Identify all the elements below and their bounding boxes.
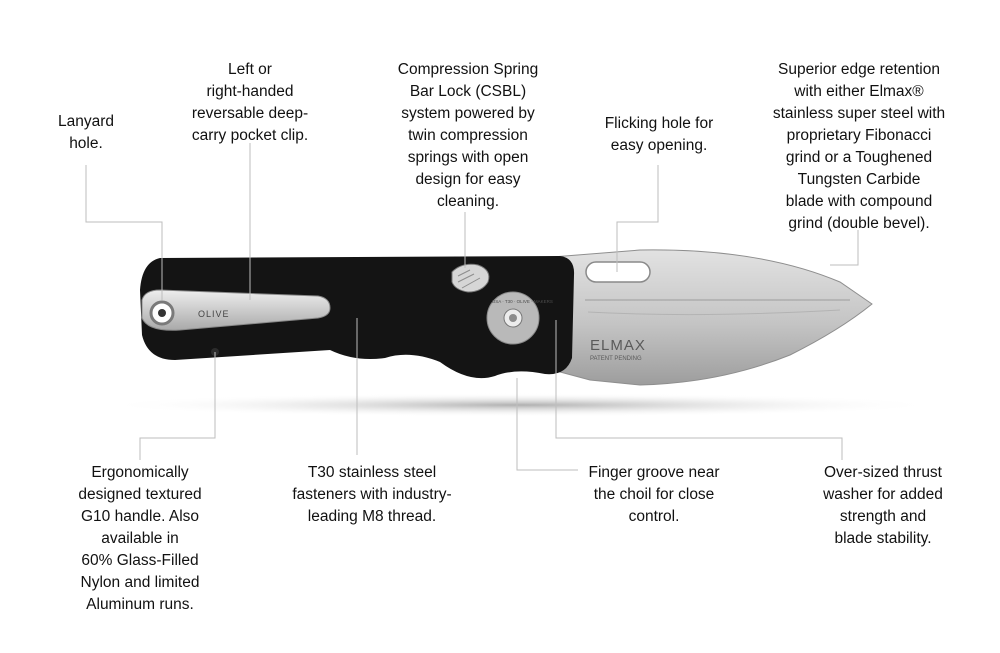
callout-thrust-washer: Over-sized thrust washer for added stren… [823, 464, 943, 547]
leader-finger [516, 378, 578, 471]
callout-fasteners: T30 stainless steel fasteners with indus… [292, 464, 452, 525]
leader-lanyard [85, 165, 163, 300]
callout-flicking-hole: Flicking hole for easy opening. [604, 115, 714, 154]
washer-mark: USA · T30 · OLIVE · MAKERS [492, 299, 553, 304]
csbl-lock [451, 263, 490, 293]
callout-lanyard-hole: Lanyard hole. [57, 113, 114, 152]
pocket-clip: OLIVE [141, 289, 331, 331]
callout-edge-retention: Superior edge retention with either Elma… [772, 61, 946, 232]
blade: ELMAX PATENT PENDING [539, 249, 873, 386]
leader-edge [830, 230, 859, 266]
leader-handle [139, 352, 216, 460]
callout-handle: Ergonomically designed textured G10 hand… [78, 464, 202, 613]
clip-brand: OLIVE [198, 309, 230, 319]
callout-finger-groove: Finger groove near the choil for close c… [588, 464, 720, 525]
thrust-washer: USA · T30 · OLIVE · MAKERS [486, 291, 553, 345]
blade-steel-mark: ELMAX [590, 337, 646, 354]
leader-washer [555, 320, 843, 460]
callout-csbl: Compression Spring Bar Lock (CSBL) syste… [397, 61, 539, 210]
leader-flicking [616, 165, 659, 272]
blade-sub-mark: PATENT PENDING [590, 356, 642, 362]
knife-shadow [100, 393, 940, 417]
callout-pocket-clip: Left or right-handed reversable deep- ca… [191, 61, 309, 144]
flicking-hole [585, 261, 651, 283]
